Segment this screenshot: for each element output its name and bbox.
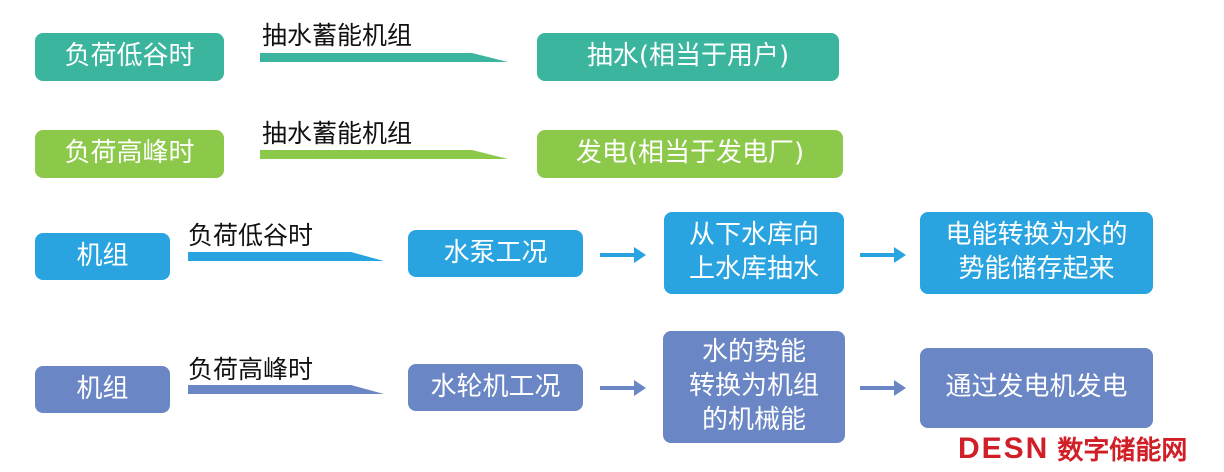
right-arrow-icon bbox=[600, 380, 646, 396]
swoosh-arrow-icon bbox=[260, 150, 508, 159]
row3-step1-text: 水泵工况 bbox=[443, 237, 548, 268]
row2-left-box: 负荷高峰时 bbox=[35, 130, 224, 178]
swoosh-arrow-icon bbox=[188, 385, 384, 394]
row4-step2-box: 水的势能 转换为机组 的机械能 bbox=[663, 331, 845, 443]
swoosh-arrow-icon bbox=[260, 53, 508, 62]
row3-step3-line1: 电能转换为水的 bbox=[945, 220, 1128, 251]
watermark-en: DESN bbox=[958, 431, 1050, 465]
row4-arrow-label: 负荷高峰时 bbox=[188, 355, 314, 384]
row1-right-box: 抽水(相当于用户) bbox=[537, 33, 839, 81]
row3-step2-line2: 上水库抽水 bbox=[688, 254, 819, 284]
right-arrow-icon bbox=[860, 380, 906, 396]
row3-unit-box: 机组 bbox=[35, 233, 170, 280]
row1-right-text: 抽水(相当于用户) bbox=[586, 41, 790, 72]
row4-step3-text: 通过发电机发电 bbox=[945, 372, 1128, 403]
row4-step3-box: 通过发电机发电 bbox=[920, 348, 1153, 428]
row3-step3-box: 电能转换为水的 势能储存起来 bbox=[920, 212, 1153, 294]
row2-left-text: 负荷高峰时 bbox=[64, 138, 195, 169]
row3-step1-box: 水泵工况 bbox=[408, 230, 583, 277]
row2-right-text: 发电(相当于发电厂) bbox=[575, 138, 805, 169]
row2-right-box: 发电(相当于发电厂) bbox=[537, 130, 843, 178]
row3-step3-line2: 势能储存起来 bbox=[958, 254, 1115, 284]
row3-step2-box: 从下水库向 上水库抽水 bbox=[664, 212, 844, 294]
row4-step2-line3: 的机械能 bbox=[701, 404, 806, 435]
row1-arrow-label: 抽水蓄能机组 bbox=[262, 21, 413, 50]
row3-unit-text: 机组 bbox=[76, 240, 129, 271]
row3-step2-line1: 从下水库向 bbox=[688, 220, 819, 251]
right-arrow-icon bbox=[600, 247, 646, 263]
row1-left-box: 负荷低谷时 bbox=[35, 33, 224, 81]
row4-step2-line1: 水的势能 bbox=[701, 337, 806, 368]
row3-arrow-label: 负荷低谷时 bbox=[188, 221, 314, 250]
row4-step2-line2: 转换为机组 bbox=[688, 371, 819, 402]
row4-unit-text: 机组 bbox=[76, 373, 129, 404]
right-arrow-icon bbox=[860, 247, 906, 263]
row1-left-text: 负荷低谷时 bbox=[64, 41, 195, 72]
row4-unit-box: 机组 bbox=[35, 366, 170, 413]
watermark-cn: 数字储能网 bbox=[1057, 436, 1188, 466]
row4-step1-box: 水轮机工况 bbox=[408, 364, 583, 411]
swoosh-arrow-icon bbox=[188, 252, 384, 261]
row4-step1-text: 水轮机工况 bbox=[430, 371, 561, 402]
watermark-logo: DESN 数字储能网 bbox=[958, 430, 1187, 467]
row2-arrow-label: 抽水蓄能机组 bbox=[262, 119, 413, 148]
